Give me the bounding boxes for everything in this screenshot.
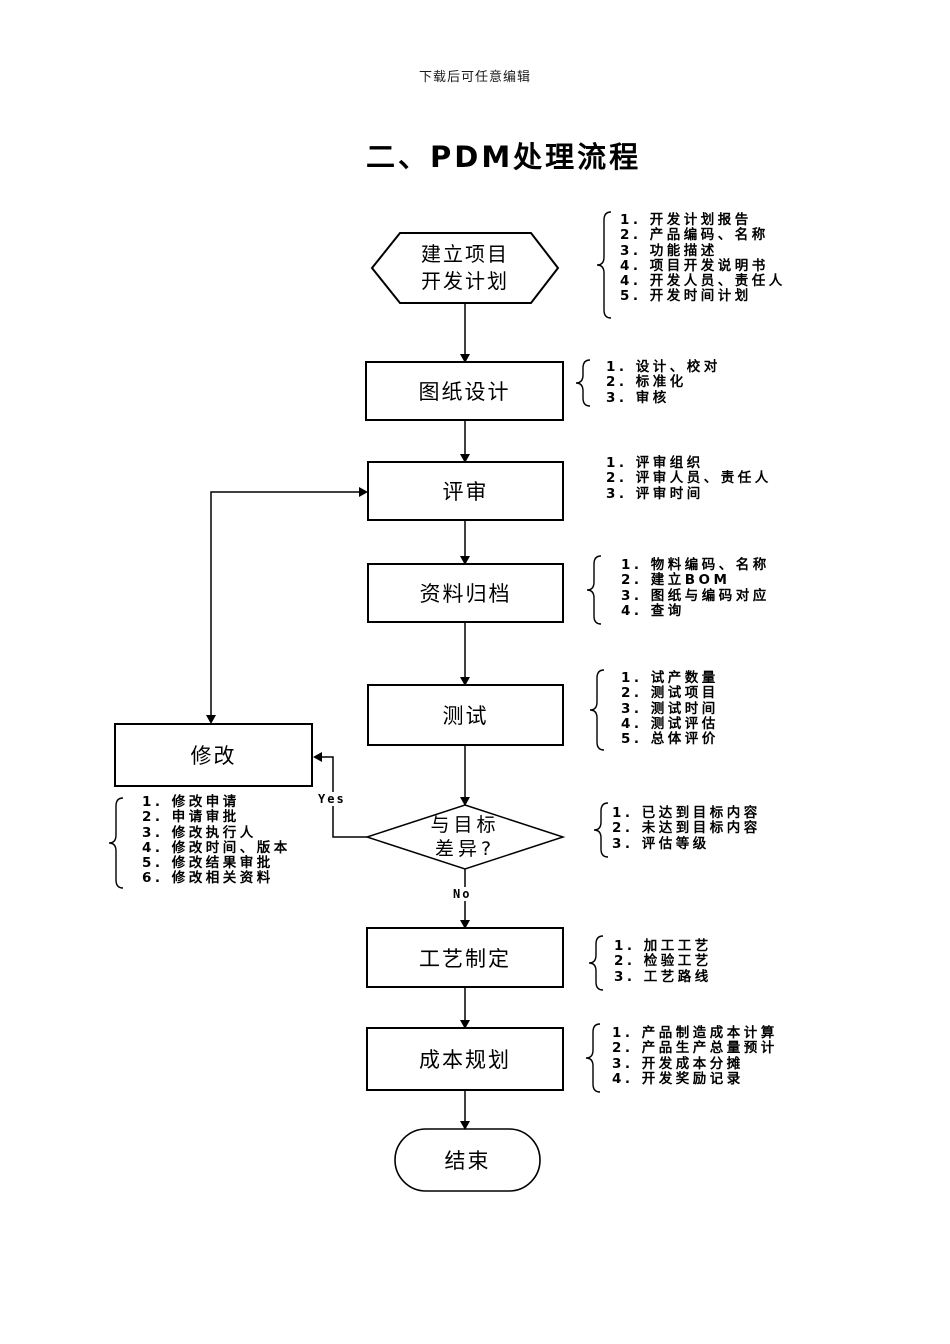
annotation-item: 3. 工艺路线: [614, 968, 712, 985]
annotation-group-process: 1. 加工工艺 2. 检验工艺 3. 工艺路线: [614, 938, 712, 985]
annotation-item: 6. 修改相关资料: [142, 870, 274, 887]
annotation-item: 2. 未达到目标内容: [612, 820, 761, 837]
annotation-item: 1. 评审组织: [606, 455, 704, 471]
annotation-group-archive: 1. 物料编码、名称 2. 建立BOM 3. 图纸与编码对应 4. 查询: [621, 557, 770, 619]
start-node-label: 建立项目 开发计划: [380, 236, 550, 300]
annotation-group-decision: 1. 已达到目标内容 2. 未达到目标内容 3. 评估等级: [612, 805, 761, 852]
annotation-item: 1. 试产数量: [621, 670, 719, 686]
arrowhead-into-design: [460, 354, 470, 363]
arrowheads: [206, 354, 470, 1130]
design-box-label: 图纸设计: [418, 380, 511, 404]
annotation-item: 1. 物料编码、名称: [621, 557, 770, 573]
annotation-item: 1. 开发计划报告: [620, 212, 752, 228]
annotation-item: 2. 检验工艺: [614, 953, 712, 970]
annotation-group-design: 1. 设计、校对 2. 标准化 3. 审核: [606, 359, 721, 406]
annotation-item: 2. 测试项目: [621, 685, 719, 702]
annotation-group-test: 1. 试产数量 2. 测试项目 3. 测试时间 4. 测试评估 5. 总体评价: [621, 670, 719, 748]
start-hexagon: [370, 232, 560, 304]
arrowhead-into-cost: [460, 1020, 470, 1029]
annotation-item: 1. 已达到目标内容: [612, 805, 761, 821]
arrowhead-into-process: [460, 920, 470, 929]
annotation-item: 4. 测试评估: [621, 715, 719, 732]
arrowhead-into-end: [460, 1121, 470, 1130]
test-box-label: 测试: [442, 704, 489, 728]
decision-line1: 与目标: [430, 814, 500, 836]
annotation-item: 4. 开发奖励记录: [612, 1070, 744, 1087]
annotation-item: 2. 产品编码、名称: [620, 227, 769, 244]
brace-process: [588, 935, 604, 991]
cost-box-label: 成本规划: [419, 1048, 511, 1072]
annotation-item: 5. 修改结果审批: [142, 855, 274, 872]
yes-branch-label: Yes: [317, 792, 347, 806]
annotation-item: 1. 加工工艺: [614, 938, 712, 954]
annotation-group-modify: 1. 修改申请 2. 申请审批 3. 修改执行人 4. 修改时间、版本 5. 修…: [142, 794, 291, 887]
archive-box: [367, 563, 564, 623]
arrowhead-into-review: [460, 454, 470, 463]
no-branch-label: No: [452, 887, 473, 901]
decision-diamond: [364, 804, 566, 870]
page-title: 二、PDM处理流程: [366, 140, 642, 174]
annotation-item: 2. 产品生产总量预计: [612, 1040, 778, 1057]
connector-modify-review-feedback: [210, 491, 362, 718]
annotation-item: 4. 查询: [621, 602, 685, 619]
annotation-item: 3. 开发成本分摊: [612, 1055, 744, 1072]
annotation-group-start: 1. 开发计划报告 2. 产品编码、名称 3. 功能描述 4. 项目开发说明书 …: [620, 212, 786, 305]
decision-line2: 差异?: [434, 838, 496, 860]
annotation-item: 1. 设计、校对: [606, 359, 721, 375]
annotation-item: 3. 修改执行人: [142, 824, 257, 841]
annotation-item: 4. 开发人员、责任人: [620, 273, 786, 290]
annotation-item: 4. 项目开发说明书: [620, 257, 769, 274]
modify-box-label: 修改: [190, 744, 237, 768]
header-note: 下载后可任意编辑: [418, 70, 531, 85]
brace-test: [589, 669, 605, 751]
brace-archive: [586, 555, 602, 625]
annotation-group-review: 1. 评审组织 2. 评审人员、责任人 3. 评审时间: [606, 455, 772, 502]
end-terminator: [394, 1128, 541, 1192]
flow-shapes: [114, 232, 566, 1192]
arrowhead-into-test: [460, 677, 470, 686]
annotation-item: 3. 评估等级: [612, 835, 710, 852]
annotation-item: 2. 标准化: [606, 374, 687, 391]
brace-cost: [585, 1023, 601, 1093]
annotation-braces: [108, 211, 612, 1093]
annotation-item: 3. 评审时间: [606, 485, 704, 502]
annotation-item: 3. 测试时间: [621, 700, 719, 717]
start-node-line1: 建立项目: [421, 242, 509, 266]
start-node-line2: 开发计划: [421, 269, 509, 293]
archive-box-label: 资料归档: [419, 582, 512, 606]
process-box-label: 工艺制定: [419, 946, 511, 971]
brace-modify: [108, 797, 124, 889]
brace-design: [575, 359, 591, 407]
brace-decision: [593, 802, 609, 858]
annotation-item: 1. 产品制造成本计算: [612, 1025, 778, 1041]
review-box: [367, 461, 564, 521]
annotation-item: 3. 审核: [606, 389, 670, 406]
review-box-label: 评审: [442, 480, 489, 504]
annotation-item: 5. 开发时间计划: [620, 288, 752, 305]
arrowhead-yes-into-modify: [313, 752, 322, 762]
annotation-item: 2. 评审人员、责任人: [606, 470, 772, 487]
arrowhead-feedback-into-modify: [206, 715, 216, 724]
modify-box: [114, 723, 313, 787]
arrowhead-into-archive: [460, 556, 470, 565]
annotation-item: 4. 修改时间、版本: [142, 839, 291, 856]
arrowhead-feedback-into-review: [359, 487, 368, 497]
annotation-item: 2. 申请审批: [142, 809, 240, 826]
end-node-label: 结束: [444, 1149, 491, 1173]
decision-label: 与目标 差异?: [367, 807, 563, 867]
arrowhead-into-decision: [460, 797, 470, 806]
annotation-item: 5. 总体评价: [621, 731, 719, 748]
annotation-group-cost: 1. 产品制造成本计算 2. 产品生产总量预计 3. 开发成本分摊 4. 开发奖…: [612, 1025, 778, 1087]
test-box: [367, 684, 564, 746]
annotation-item: 1. 修改申请: [142, 794, 240, 810]
brace-start: [596, 211, 612, 319]
annotation-item: 3. 图纸与编码对应: [621, 587, 770, 604]
annotation-item: 2. 建立BOM: [621, 572, 731, 589]
annotation-item: 3. 功能描述: [620, 242, 718, 259]
